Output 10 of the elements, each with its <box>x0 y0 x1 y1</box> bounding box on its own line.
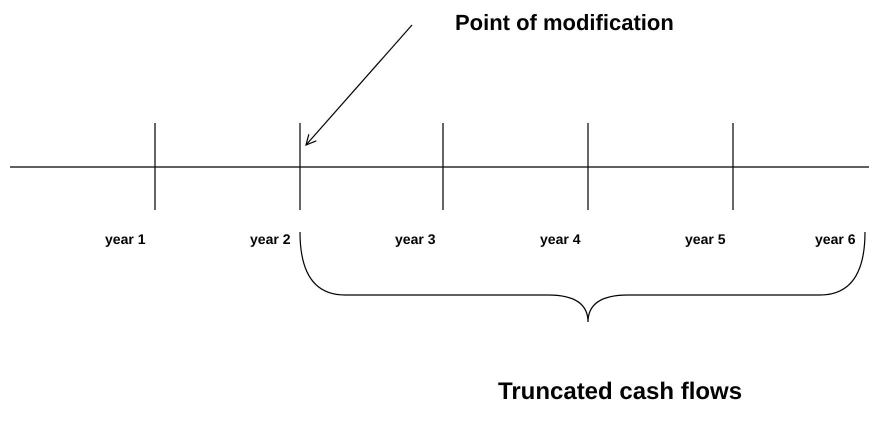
tick-mark <box>299 123 301 210</box>
year-label: year 3 <box>395 231 436 247</box>
year-label: year 4 <box>540 231 580 247</box>
year-label: year 2 <box>250 231 290 247</box>
callout-text: Point of modification <box>455 10 674 36</box>
bracket-label: Truncated cash flows <box>498 378 742 406</box>
leader-line <box>305 24 412 146</box>
year-label: year 6 <box>815 231 856 247</box>
year-label: year 1 <box>105 231 146 247</box>
year-label: year 5 <box>685 231 726 247</box>
